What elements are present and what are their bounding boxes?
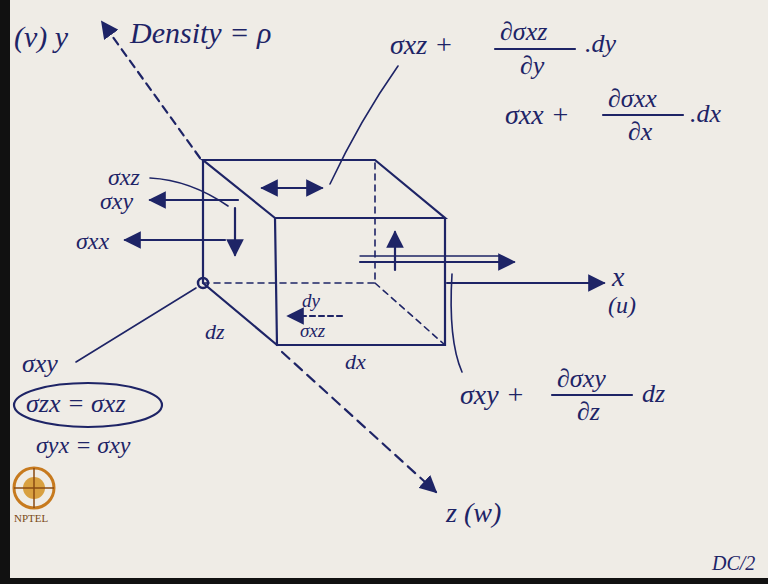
hidden-edges	[203, 160, 445, 345]
expression-term: .dx	[690, 100, 721, 129]
stress-arrow	[234, 208, 236, 255]
axis-label: x	[612, 262, 624, 293]
leader-line	[451, 274, 462, 372]
dimension-label: dx	[345, 350, 366, 374]
leader-line	[76, 288, 196, 362]
stress-arrow	[394, 232, 396, 270]
fraction-bar	[552, 394, 632, 396]
frame-edge	[0, 0, 10, 584]
leader-line	[150, 178, 228, 206]
axis-label: (v) y	[14, 20, 68, 53]
stress-arrow	[360, 255, 500, 256]
expression-term: .dy	[585, 30, 616, 59]
density-note: Density = ρ	[130, 16, 271, 49]
stress-arrow	[150, 199, 238, 201]
expression-term: σxz +	[390, 30, 453, 61]
fraction-denominator: ∂x	[628, 118, 652, 147]
stress-label: σxz	[300, 321, 325, 342]
equation: σyx = σxy	[36, 432, 130, 458]
fraction-numerator: ∂σxy	[557, 365, 606, 394]
fraction-numerator: ∂σxx	[608, 85, 657, 114]
expression-term: σxx +	[505, 100, 570, 131]
stress-label: σxy	[100, 188, 133, 214]
equation: σzx = σxz	[26, 390, 126, 419]
cube-edges	[203, 160, 445, 345]
stress-arrow	[288, 315, 342, 317]
stress-label: σxz	[108, 164, 140, 190]
frame-edge	[0, 578, 768, 584]
dimension-label: dz	[205, 320, 225, 344]
nptel-logo	[14, 468, 54, 508]
stress-label: σxy	[22, 350, 58, 379]
dimension-label: dy	[302, 291, 320, 312]
logo-text: NPTEL	[14, 512, 48, 524]
page-number: DC/2	[712, 552, 755, 574]
stress-arrow	[125, 239, 225, 241]
stress-arrow	[360, 261, 514, 263]
circle-mark	[14, 383, 162, 427]
leader-line	[330, 66, 398, 184]
expression-term: dz	[642, 380, 665, 409]
origin-point	[198, 278, 208, 288]
fraction-denominator: ∂y	[520, 52, 544, 81]
fraction-denominator: ∂z	[577, 398, 600, 427]
x-axis	[447, 282, 604, 284]
axis-label: (u)	[608, 292, 636, 318]
stress-label: σxx	[76, 228, 109, 254]
expression-term: σxy +	[460, 380, 525, 411]
axis-label: z (w)	[446, 498, 501, 529]
fraction-numerator: ∂σxz	[500, 18, 547, 47]
fraction-bar	[603, 114, 683, 116]
stress-arrow	[262, 187, 322, 189]
fraction-bar	[495, 48, 575, 50]
